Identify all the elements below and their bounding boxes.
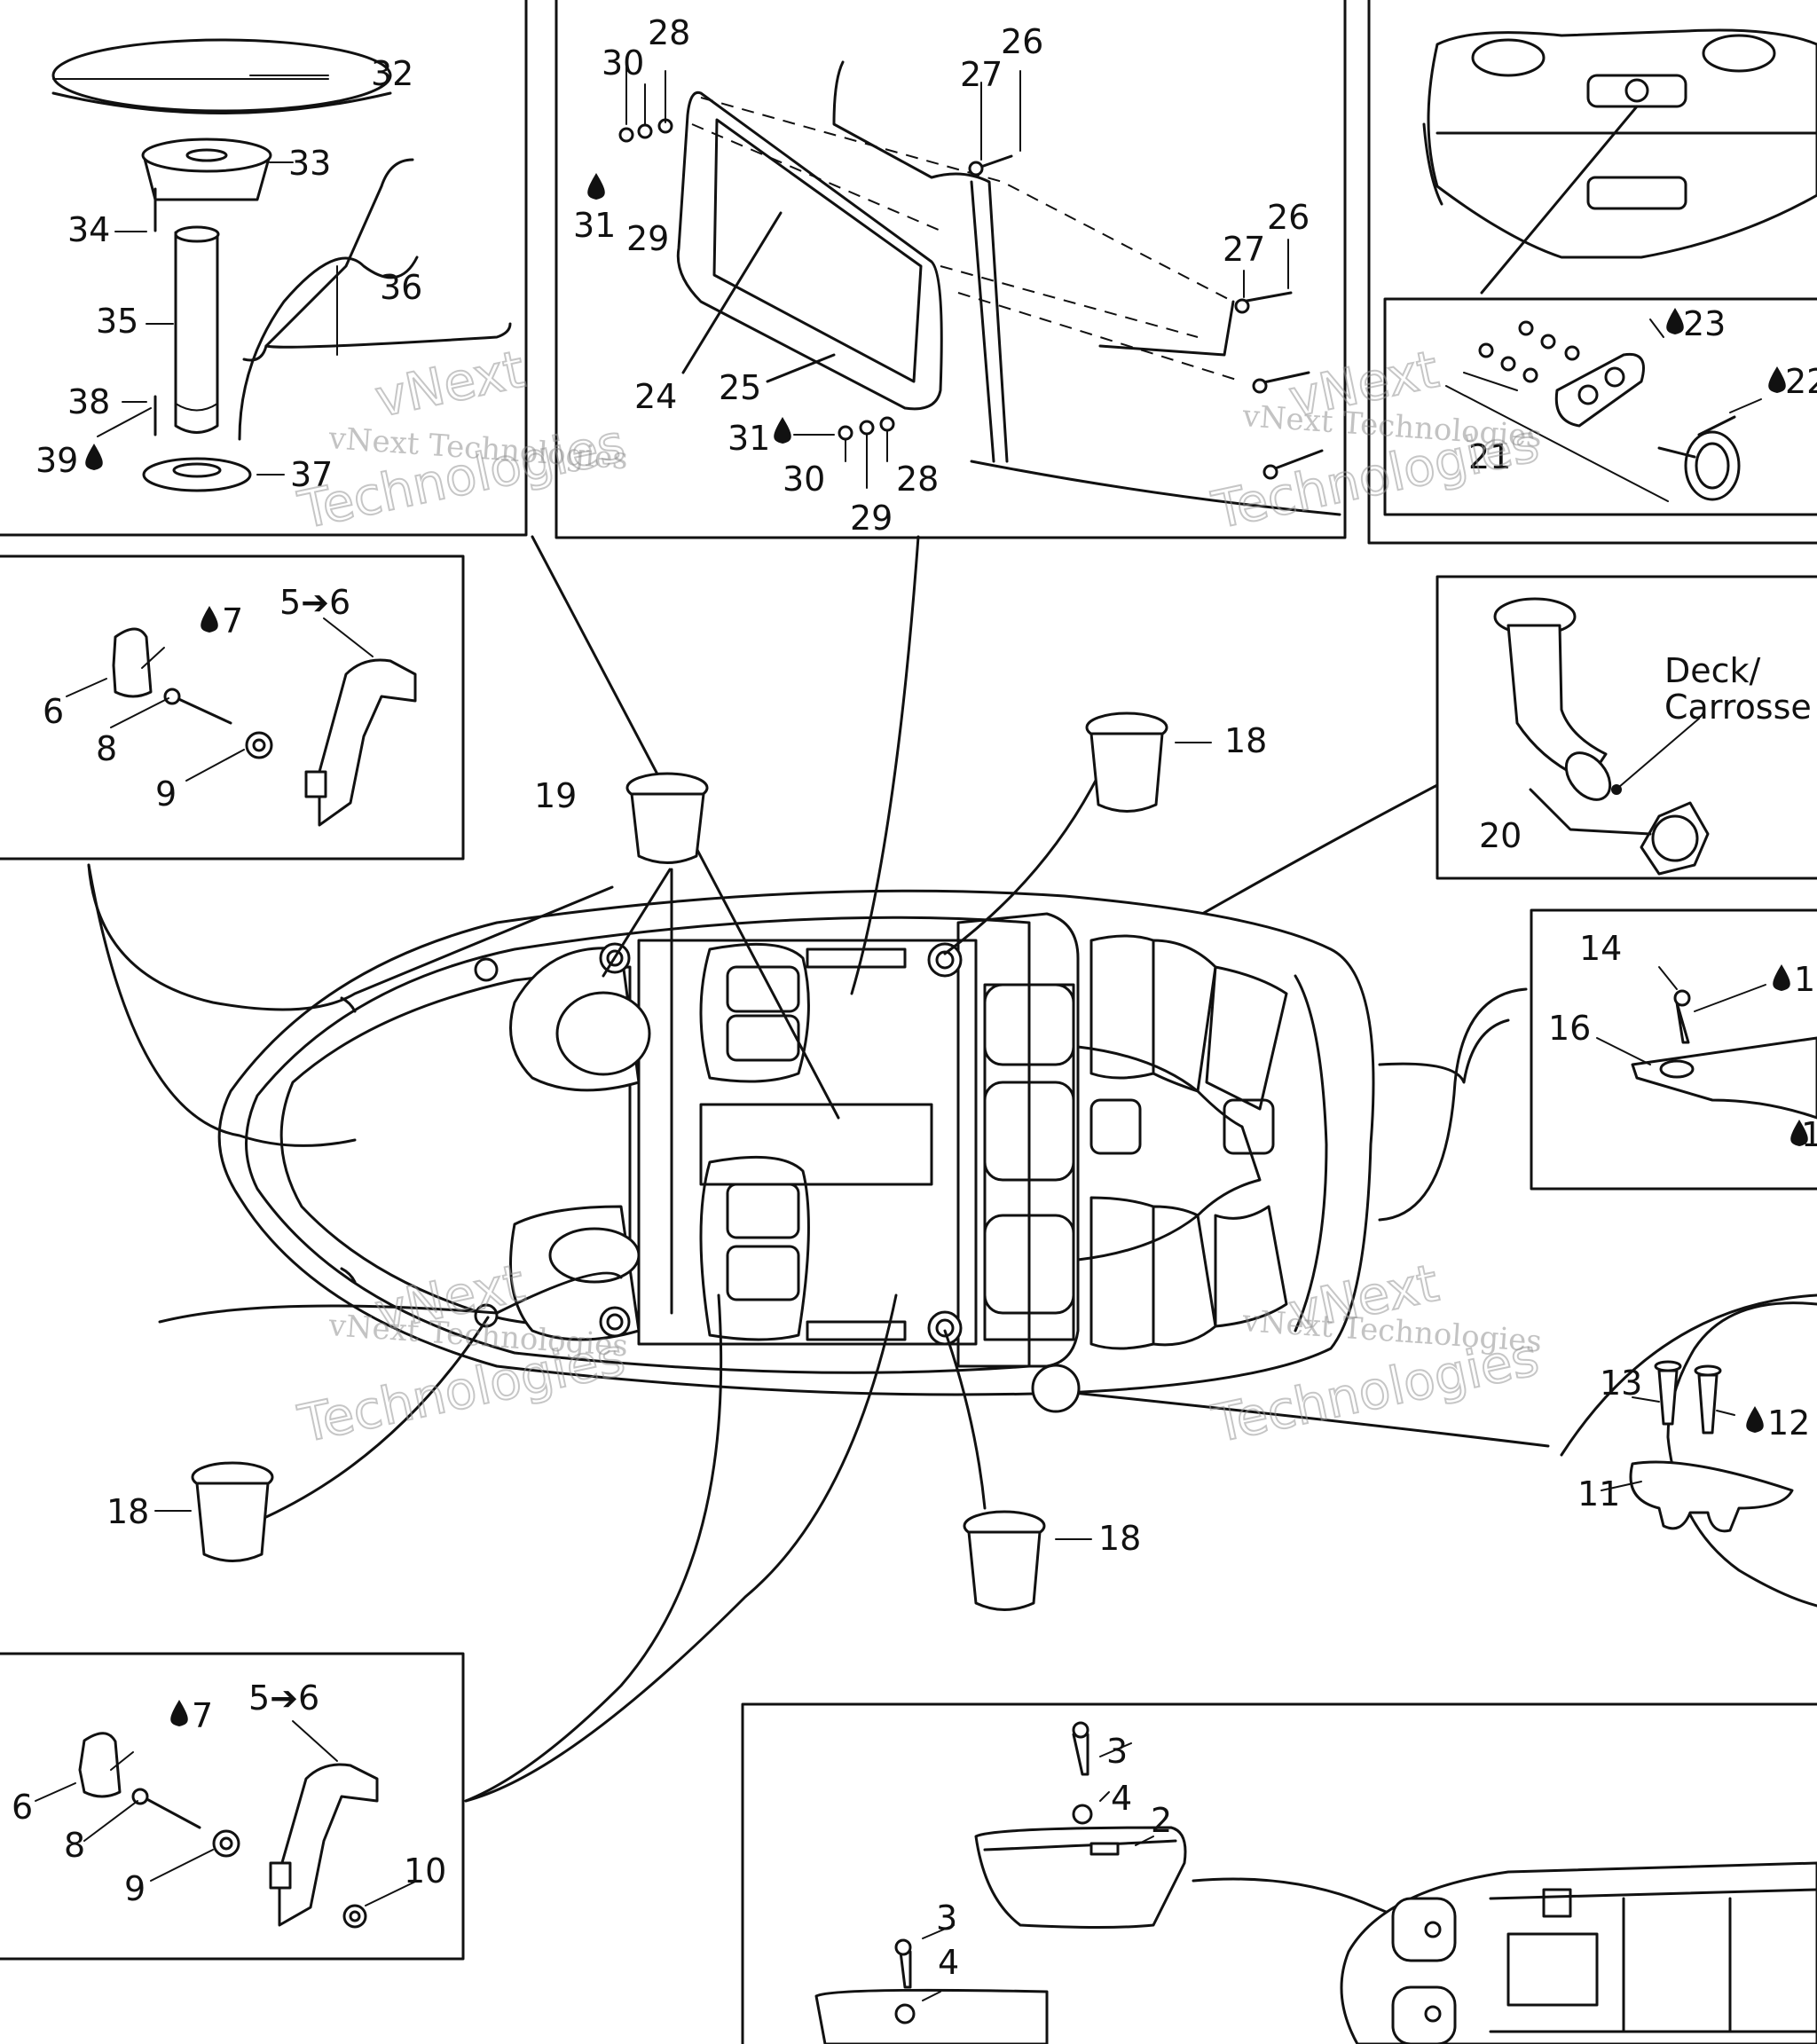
- drop-icon: [774, 417, 791, 444]
- callout-21: 21: [1468, 437, 1511, 476]
- watermark-line1: vNext: [370, 339, 530, 429]
- callout-6: 6: [12, 1788, 33, 1827]
- callout-11: 11: [1577, 1474, 1620, 1513]
- callout-3: 3: [936, 1899, 957, 1938]
- callout-15: 15: [1794, 960, 1817, 999]
- callout-7: 7: [222, 601, 243, 641]
- callout-8: 8: [96, 729, 117, 768]
- cup-holder-18b: [154, 1461, 274, 1562]
- table-top: [51, 38, 392, 113]
- cup-holder-19: [625, 772, 709, 864]
- callout-27: 27: [1223, 230, 1265, 269]
- callout-5-to-6: 5➔6: [279, 583, 350, 622]
- callout-6: 6: [43, 692, 64, 731]
- callout-37: 37: [290, 455, 333, 494]
- compartment-body: [676, 90, 943, 411]
- callout-33: 33: [288, 144, 331, 183]
- drop-icon: [1666, 308, 1684, 334]
- callout-2: 2: [1151, 1801, 1172, 1840]
- callout-36: 36: [380, 268, 422, 307]
- callout-31: 31: [728, 419, 770, 458]
- callout-34: 34: [67, 210, 110, 249]
- boat-top-view: [87, 535, 1375, 1803]
- handle-detail-upper: [66, 617, 417, 827]
- rear-view: [1422, 28, 1817, 295]
- callout-30: 30: [602, 43, 644, 83]
- callout-8: 8: [64, 1826, 85, 1865]
- drop-icon: [1773, 964, 1790, 991]
- callout-18: 18: [106, 1492, 149, 1531]
- storage-compartment: [618, 60, 1341, 516]
- callout-9: 9: [124, 1869, 146, 1908]
- handle-detail-lower: [35, 1720, 418, 1929]
- deck-label-line1: Deck/: [1664, 651, 1761, 690]
- drop-icon: [85, 444, 103, 470]
- hull-outline: [217, 889, 1375, 1396]
- callout-23: 23: [1683, 304, 1726, 343]
- side-bracket: [1378, 966, 1817, 1222]
- drop-icon: [1790, 1120, 1808, 1146]
- drop-icon: [170, 1700, 188, 1726]
- callout-5-to-6: 5➔6: [248, 1678, 319, 1718]
- callout-26: 26: [1001, 22, 1043, 61]
- callout-18: 18: [1098, 1519, 1141, 1558]
- cup-holder-18c: [963, 1510, 1092, 1611]
- callout-35: 35: [96, 302, 138, 341]
- callout-7: 7: [192, 1696, 213, 1735]
- callout-12: 12: [1767, 1403, 1810, 1443]
- cup-holder-18a: [1085, 711, 1212, 813]
- callout-26: 26: [1267, 198, 1310, 237]
- callout-4: 4: [938, 1943, 959, 1982]
- callout-19: 19: [534, 776, 577, 815]
- callout-28: 28: [896, 460, 939, 499]
- callout-22: 22: [1785, 362, 1817, 401]
- drop-icon: [587, 173, 605, 200]
- table-assembly: [51, 38, 512, 492]
- callout-27: 27: [960, 55, 1003, 94]
- callout-20: 20: [1479, 816, 1522, 855]
- rear-hardware: [1445, 318, 1762, 502]
- callout-14: 14: [1579, 929, 1622, 968]
- deck-label-line2: Carrosse: [1664, 688, 1812, 727]
- callout-9: 9: [155, 774, 177, 814]
- callout-31: 31: [573, 206, 616, 245]
- callout-3: 3: [1106, 1732, 1128, 1771]
- callout-10: 10: [404, 1851, 446, 1891]
- drop-icon: [201, 606, 218, 633]
- drain-fitting: [956, 597, 1710, 1057]
- callout-4: 4: [1111, 1779, 1132, 1818]
- storage-bins: [814, 1721, 1417, 2044]
- callout-32: 32: [371, 54, 413, 93]
- callout-labels: 32 33 34 35 36 38 39 37 28 30 31 29 24 2…: [12, 13, 1817, 1982]
- callout-30: 30: [783, 460, 825, 499]
- callout-28: 28: [648, 13, 690, 52]
- drop-icon: [1746, 1406, 1764, 1433]
- callout-1: 1: [1801, 1115, 1817, 1154]
- callout-38: 38: [67, 382, 110, 421]
- callout-29: 29: [626, 219, 669, 258]
- drop-icon: [1768, 366, 1786, 393]
- callout-24: 24: [634, 377, 677, 416]
- sealant-drop-icons: [85, 173, 1808, 1726]
- callout-29: 29: [850, 499, 893, 538]
- cleat-detail: [1072, 1293, 1817, 1608]
- callout-16: 16: [1548, 1009, 1591, 1048]
- callout-13: 13: [1600, 1364, 1642, 1403]
- table-post: [174, 231, 219, 434]
- callout-25: 25: [719, 368, 761, 407]
- callout-18: 18: [1224, 721, 1267, 760]
- boat-inset: [1340, 1861, 1817, 2044]
- callout-39: 39: [35, 441, 78, 480]
